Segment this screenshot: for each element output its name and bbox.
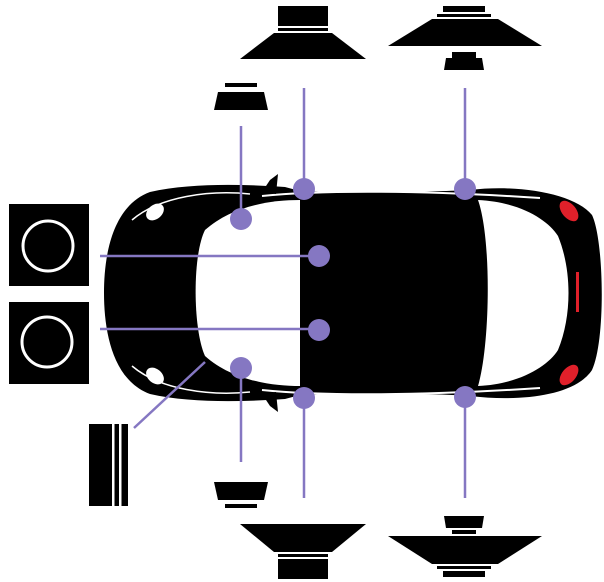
- center-front-marker: [308, 245, 330, 267]
- tail-light-right: [559, 364, 579, 386]
- tail-light-left: [559, 200, 579, 222]
- hood-trim-right: [131, 365, 251, 394]
- headlight-right: [146, 367, 164, 385]
- connector-lines: [100, 88, 467, 498]
- left-rear-door-marker: [454, 178, 476, 200]
- rear-window: [478, 200, 569, 386]
- subwoofer-box-icon: [9, 302, 89, 384]
- tweeter-icon: [214, 83, 268, 110]
- right-rear-door-marker: [454, 386, 476, 408]
- amplifier-icon: [89, 424, 128, 506]
- roof-trim-top: [261, 190, 541, 199]
- roof-trim-bottom: [261, 387, 541, 396]
- hood-trim-left: [131, 192, 251, 221]
- car-top-view: [104, 174, 602, 412]
- door-speaker-icon: [240, 524, 366, 579]
- placement-markers: [230, 178, 476, 409]
- line-amplifier: [133, 361, 206, 429]
- tweeter-icon: [214, 482, 268, 508]
- coaxial-speaker-icon: [388, 6, 542, 70]
- right-dash-marker: [230, 357, 252, 379]
- door-speaker-icon: [240, 6, 366, 59]
- headlight-left: [146, 203, 164, 221]
- coaxial-speaker-icon: [388, 516, 542, 577]
- left-front-door-marker: [293, 178, 315, 200]
- left-dash-marker: [230, 208, 252, 230]
- mirror-right: [262, 392, 278, 412]
- subwoofer-box-icon: [9, 204, 89, 286]
- center-rear-marker: [308, 319, 330, 341]
- right-front-door-marker: [293, 387, 315, 409]
- mirror-left: [262, 174, 278, 194]
- rear-reflector: [576, 272, 579, 312]
- hood-window: [195, 200, 300, 386]
